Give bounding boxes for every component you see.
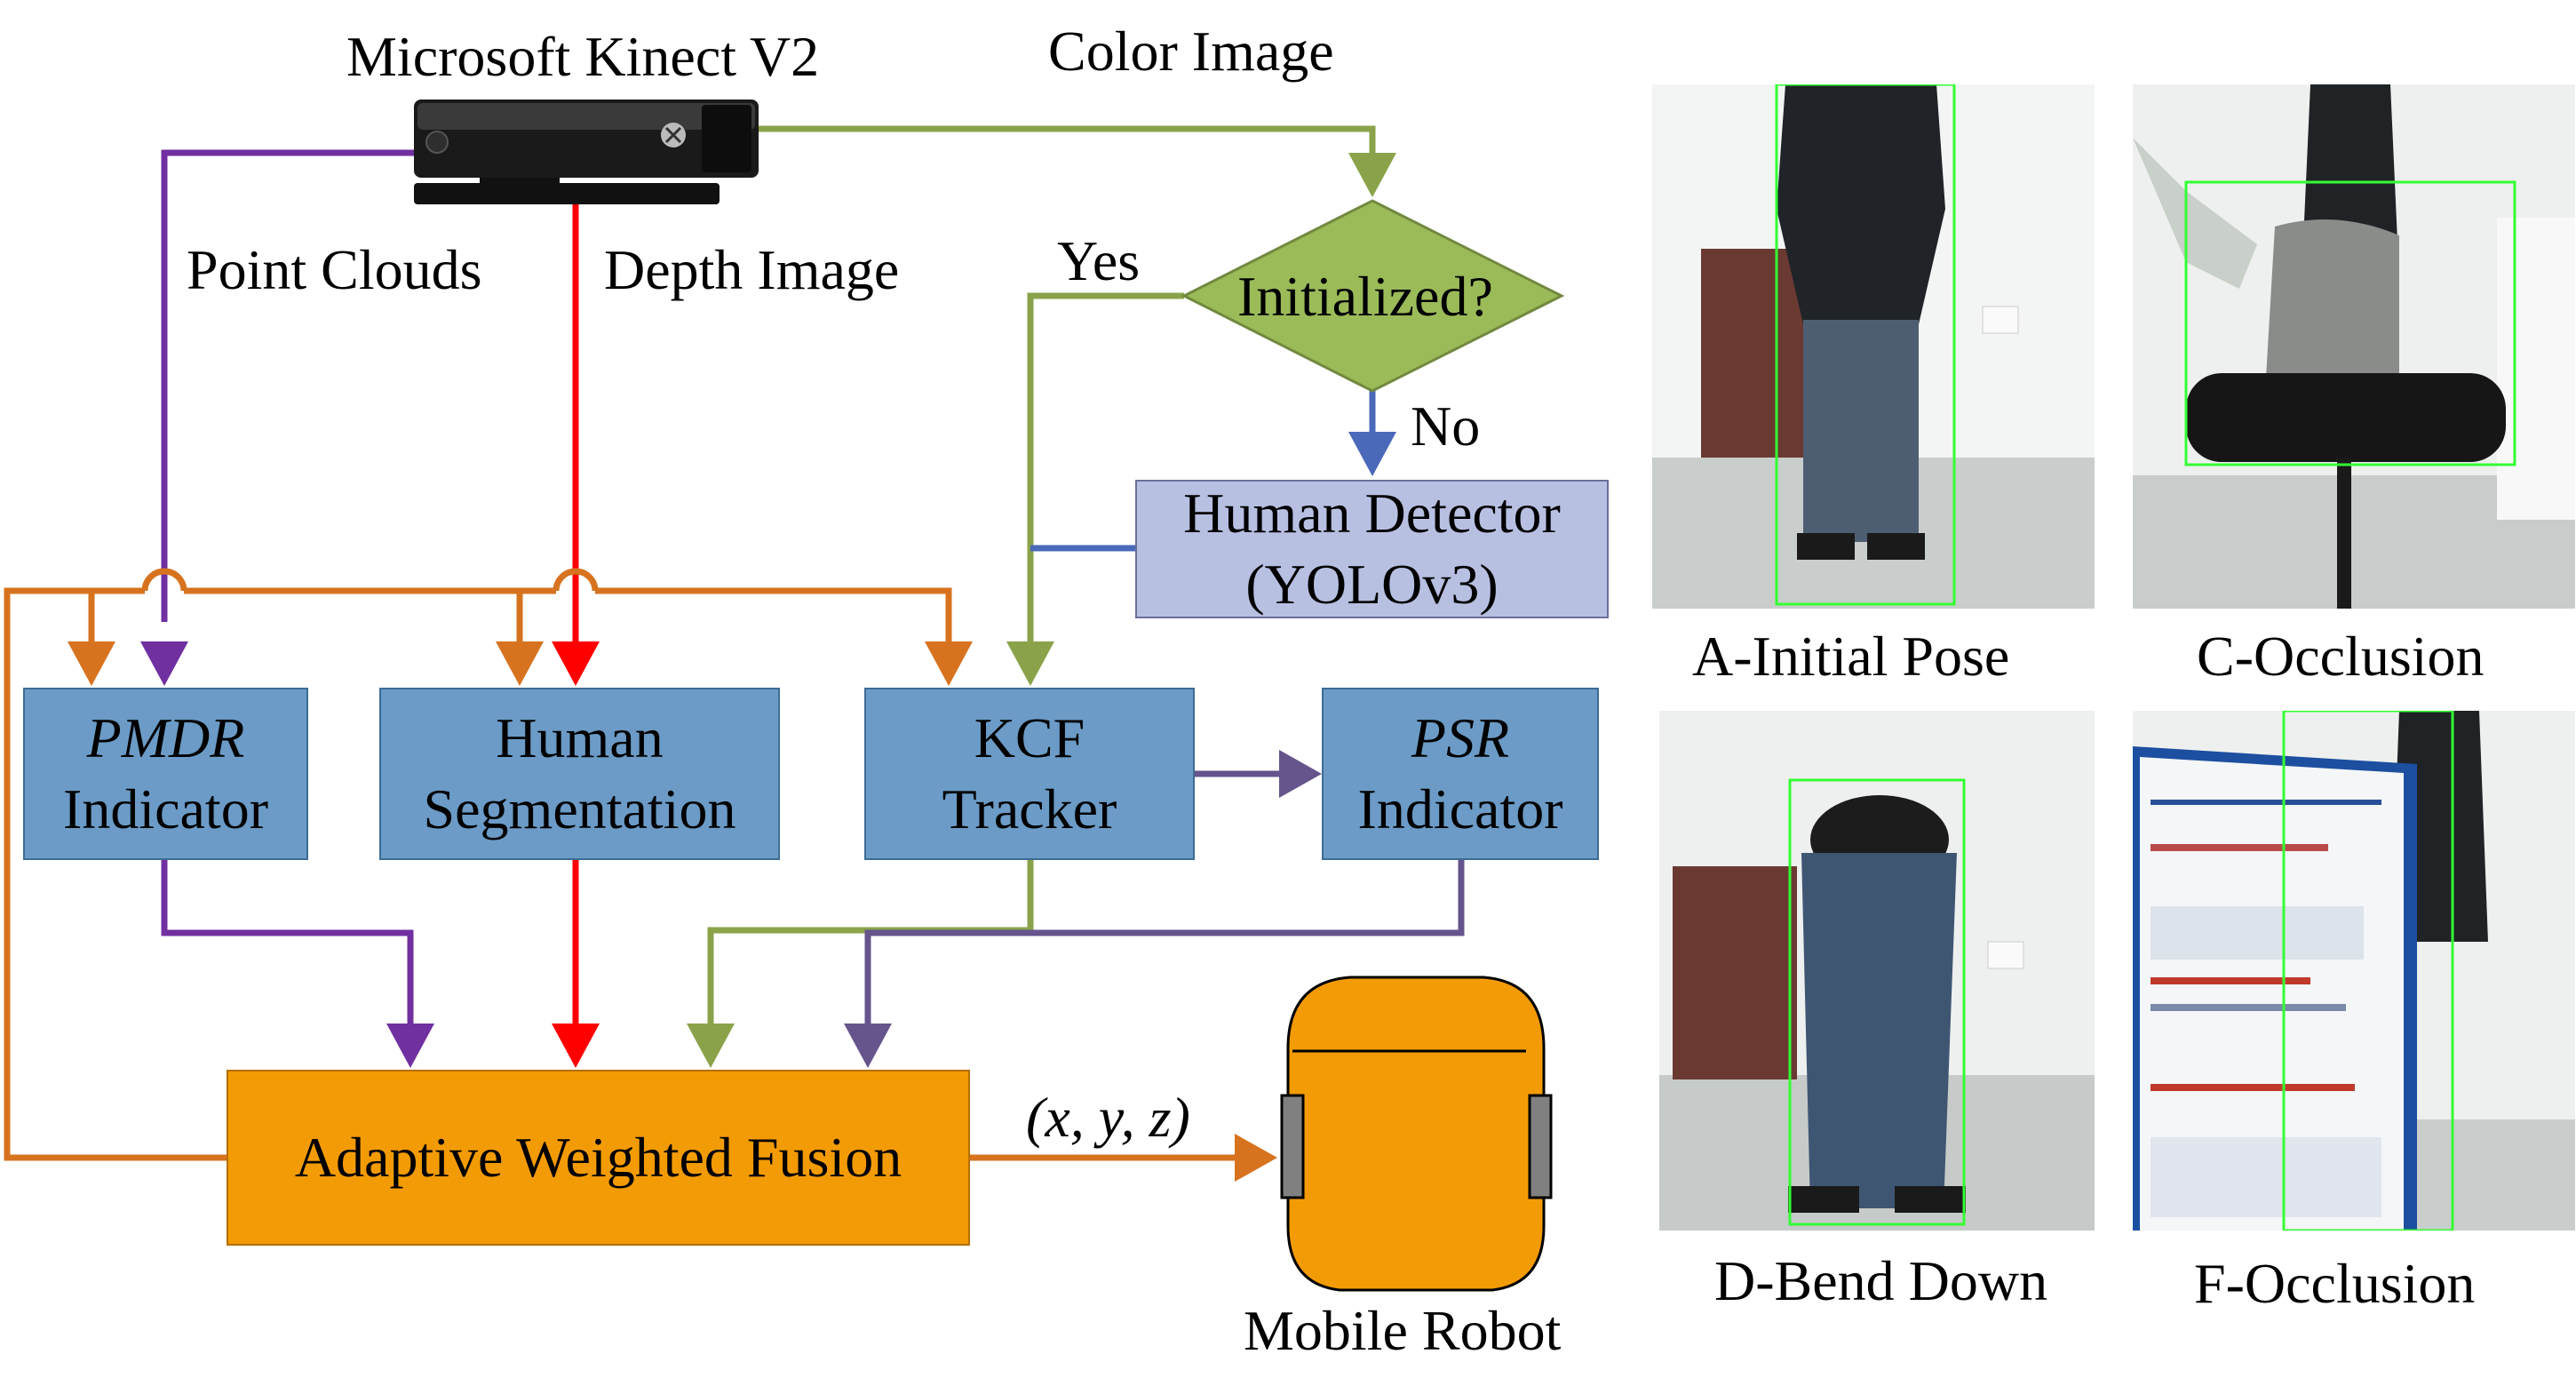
initial-pose-scene [1652,84,2095,609]
kcf-tracker-line2: Tracker [942,777,1117,840]
pmdr-to-fusion-arrowhead [386,1024,434,1068]
human-segmentation-box: Human Segmentation [379,688,780,860]
adaptive-fusion-box: Adaptive Weighted Fusion [227,1070,970,1246]
caption-bend-down: D-Bend Down [1714,1249,2048,1312]
point-clouds-line [161,149,416,622]
caption-chair-occlusion: C-Occlusion [2197,625,2485,688]
output-coordinates-label: (x, y, z) [1026,1086,1190,1149]
psr-indicator-name: PSR [1411,706,1510,769]
segmentation-line1: Human [496,706,664,769]
color-image-label: Color Image [1048,20,1334,83]
segmentation-line2: Segmentation [423,777,736,840]
kcf-tracker-box: KCF Tracker [864,688,1195,860]
sensor-title: Microsoft Kinect V2 [346,25,820,88]
human-detector-title: Human Detector [1183,482,1561,545]
yes-label: Yes [1057,229,1141,292]
decision-label: Initialized? [1237,265,1493,328]
pmdr-to-fusion-line [161,860,414,1024]
photo-bend-down [1659,711,2095,1231]
photo-poster-occlusion [2133,711,2575,1231]
caption-initial-pose: A-Initial Pose [1692,625,2010,688]
kcf-tracker-line1: KCF [974,706,1085,769]
feedback-arrowhead-kcf [925,641,973,686]
yes-branch-line [1027,292,1184,641]
pmdr-indicator-label: Indicator [63,777,268,840]
kcf-to-psr-arrowhead [1279,750,1322,798]
caption-poster-occlusion: F-Occlusion [2194,1252,2476,1315]
psr-to-fusion-arrowhead [844,1024,892,1068]
feedback-loop-line [4,568,952,1161]
color-image-arrowhead [1348,153,1396,197]
psr-indicator-label: Indicator [1357,777,1563,840]
psr-to-fusion-line [864,860,1465,1024]
seg-to-fusion-arrowhead [552,1024,600,1068]
fusion-to-robot-arrowhead [1235,1134,1277,1182]
color-image-line [757,125,1376,153]
feedback-arrowhead-pmdr [68,641,115,686]
yes-branch-arrowhead [1006,641,1054,686]
photo-initial-pose [1652,84,2095,609]
pmdr-indicator-box: PMDR Indicator [23,688,308,860]
human-detector-model: (YOLOv3) [1245,553,1499,616]
feedback-arrowhead-seg [496,641,544,686]
depth-arrowhead [552,641,600,686]
poster-occlusion-scene [2133,711,2575,1231]
psr-indicator-box: PSR Indicator [1322,688,1599,860]
mobile-robot-label: Mobile Robot [1244,1299,1562,1362]
no-branch-arrowhead [1348,432,1396,476]
human-detector-box: Human Detector (YOLOv3) [1135,480,1609,618]
bend-down-scene [1659,711,2095,1231]
decision-diamond [1181,199,1565,393]
chair-occlusion-scene [2133,84,2575,609]
kcf-to-fusion-arrowhead [687,1024,735,1068]
kinect-sensor-icon [414,100,759,204]
photo-chair-occlusion [2133,84,2575,609]
adaptive-fusion-label: Adaptive Weighted Fusion [294,1126,902,1189]
point-clouds-label: Point Clouds [187,238,482,301]
no-label: No [1411,394,1481,458]
point-clouds-arrowhead [140,641,188,686]
mobile-robot-icon [1280,976,1553,1292]
pmdr-indicator-name: PMDR [86,706,245,769]
depth-image-label: Depth Image [604,238,900,301]
